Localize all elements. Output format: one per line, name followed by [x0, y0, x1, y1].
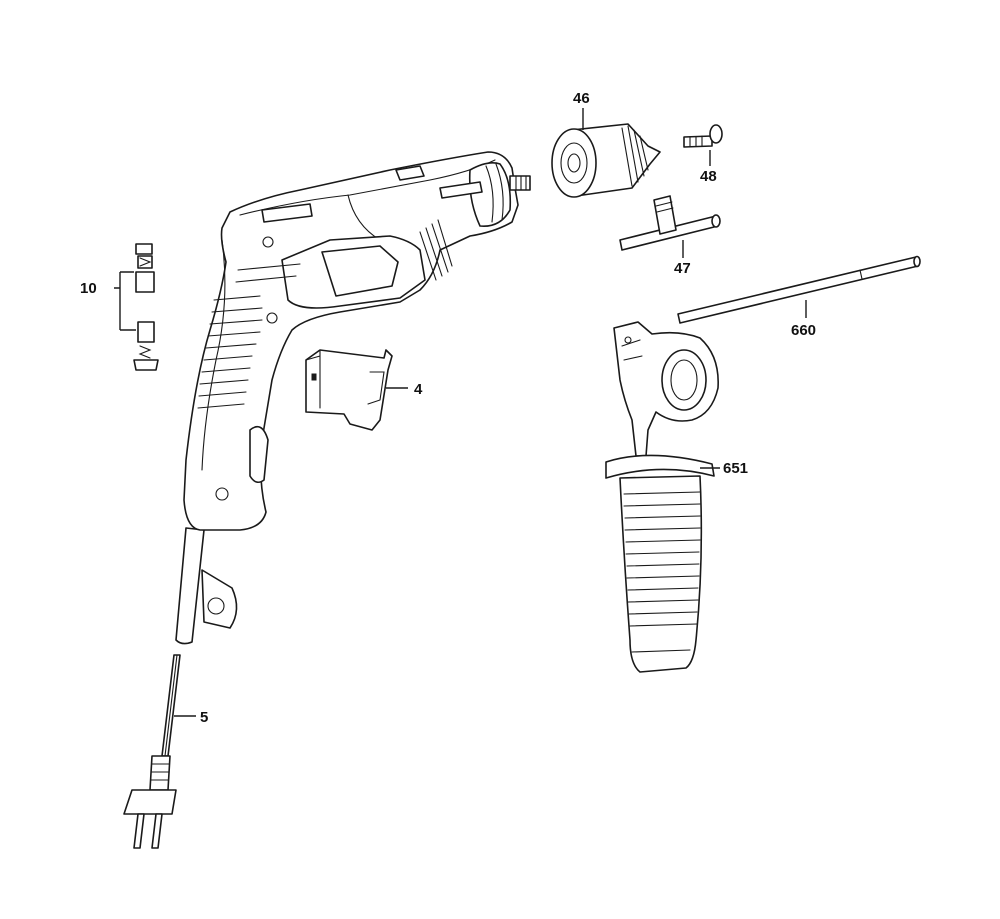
drill-body — [175, 151, 531, 645]
callout-48: 48 — [700, 168, 717, 185]
callout-10: 10 — [80, 280, 97, 297]
callout-5: 5 — [200, 709, 208, 726]
chuck-key — [619, 195, 721, 258]
auxiliary-handle — [605, 321, 720, 673]
switch — [305, 349, 408, 431]
callout-651: 651 — [723, 460, 748, 477]
callout-labels: 4 5 10 46 47 48 651 660 — [80, 90, 816, 726]
power-cord — [123, 654, 196, 849]
callout-46: 46 — [573, 90, 590, 107]
drill-chuck — [551, 108, 661, 198]
chuck-screw — [683, 124, 723, 166]
depth-stop-rod — [677, 255, 921, 324]
callout-660: 660 — [791, 322, 816, 339]
callout-47: 47 — [674, 260, 691, 277]
callout-4: 4 — [414, 381, 423, 398]
carbon-brushes — [114, 243, 159, 371]
